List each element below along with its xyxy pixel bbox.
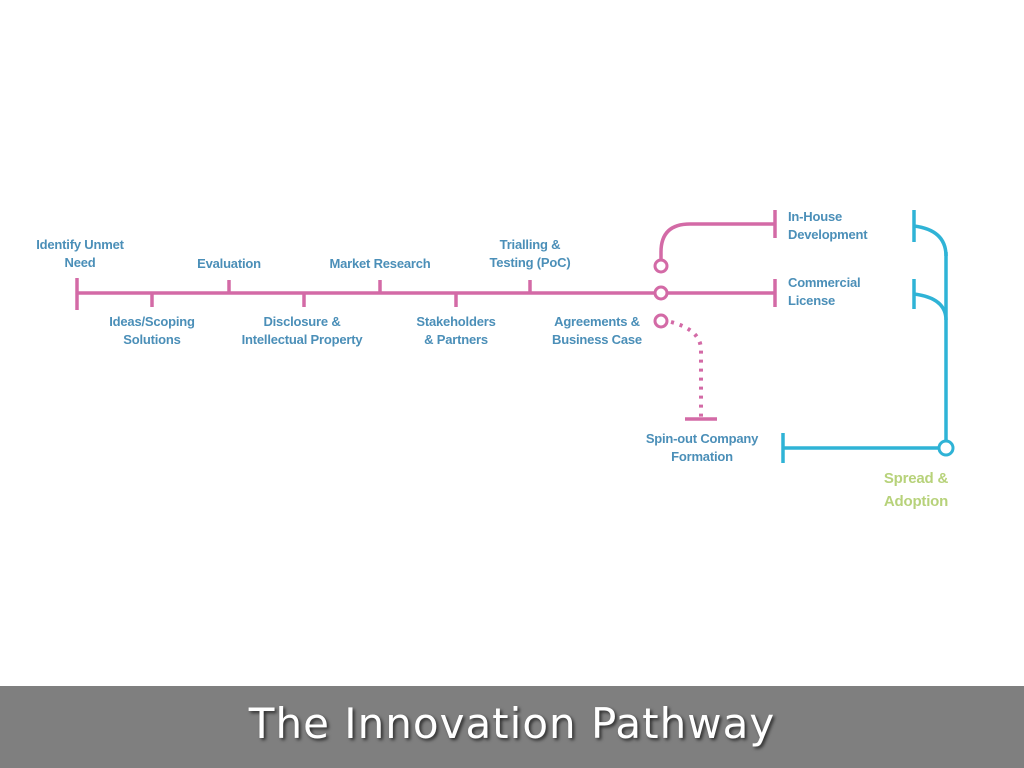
stage-identify-unmet-need: Identify Unmet Need xyxy=(36,237,124,270)
outcome-spin-out-company: Spin-out Company Formation xyxy=(645,431,759,464)
spin-out-branch xyxy=(670,320,703,418)
spread-hook-middle xyxy=(913,292,948,321)
junction-circle-top xyxy=(653,258,669,274)
stage-disclosure-ip: Disclosure & Intellectual Property xyxy=(241,314,363,347)
spread-hook-top xyxy=(913,224,948,257)
innovation-pathway-diagram: Identify Unmet Need Evaluation Market Re… xyxy=(36,209,955,510)
outcome-in-house-development: In-House Development xyxy=(788,209,868,242)
stage-trialling-testing: Trialling & Testing (PoC) xyxy=(489,237,571,270)
stage-agreements-business-case: Agreements & Business Case xyxy=(552,314,642,347)
spread-junction-circle xyxy=(937,439,955,457)
junction-circle-middle xyxy=(653,285,669,301)
stage-market-research: Market Research xyxy=(329,256,431,271)
junction-circle-bottom xyxy=(653,313,669,329)
pathway-lines xyxy=(75,210,955,463)
outcome-commercial-license: Commercial License xyxy=(788,275,861,308)
stage-evaluation: Evaluation xyxy=(197,256,261,271)
stage-ideas-scoping: Ideas/Scoping Solutions xyxy=(109,314,195,347)
spread-and-adoption-label: Spread & Adoption xyxy=(883,470,949,510)
slide-title: The Innovation Pathway xyxy=(248,699,776,748)
in-house-branch xyxy=(659,222,775,266)
stage-stakeholders-partners: Stakeholders & Partners xyxy=(416,314,496,347)
title-bar: The Innovation Pathway xyxy=(0,686,1024,768)
